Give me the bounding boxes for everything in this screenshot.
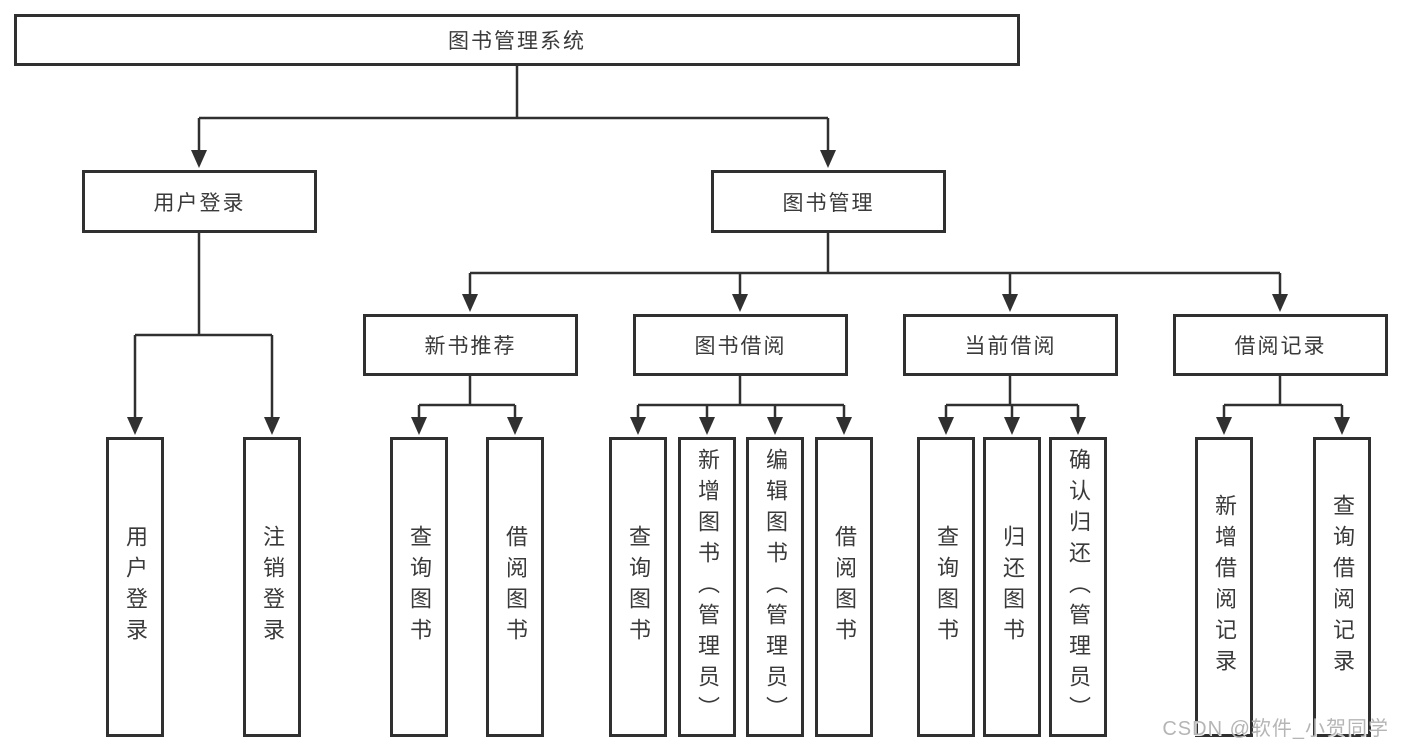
node-leaf-query-books-recommend-label: 查询图书 bbox=[407, 525, 432, 649]
arrowhead-icon bbox=[507, 417, 523, 435]
arrowhead-icon bbox=[767, 417, 783, 435]
node-user-login-label: 用户登录 bbox=[153, 191, 246, 215]
node-leaf-confirm-return-admin: 确认归还（管理员） bbox=[1049, 437, 1107, 737]
arrowhead-icon bbox=[1004, 417, 1020, 435]
connector-new-book bbox=[417, 376, 517, 421]
node-leaf-confirm-return-admin-label: 确认归还（管理员） bbox=[1066, 447, 1091, 727]
arrowhead-icon bbox=[732, 294, 748, 312]
arrowhead-icon bbox=[699, 417, 715, 435]
node-current-borrow: 当前借阅 bbox=[903, 314, 1118, 376]
arrowhead-icon bbox=[264, 417, 280, 435]
node-leaf-return-book-label: 归还图书 bbox=[1000, 525, 1025, 649]
node-leaf-add-book-admin: 新增图书（管理员） bbox=[678, 437, 736, 737]
connector-current-borrow bbox=[944, 376, 1080, 421]
arrowhead-icon bbox=[462, 294, 478, 312]
node-leaf-logout-label: 注销登录 bbox=[260, 525, 285, 649]
arrowhead-icon bbox=[1334, 417, 1350, 435]
node-book-borrow: 图书借阅 bbox=[633, 314, 848, 376]
node-leaf-return-book: 归还图书 bbox=[983, 437, 1041, 737]
node-leaf-borrow-books-recommend-label: 借阅图书 bbox=[503, 525, 528, 649]
arrowhead-icon bbox=[1216, 417, 1232, 435]
node-leaf-query-books-current-label: 查询图书 bbox=[934, 525, 959, 649]
arrowhead-icon bbox=[411, 417, 427, 435]
csdn-watermark: CSDN @软件_小贺同学 bbox=[1162, 718, 1389, 740]
arrowhead-icon bbox=[1070, 417, 1086, 435]
node-leaf-query-books-borrow-label: 查询图书 bbox=[626, 525, 651, 649]
node-leaf-add-borrow-record-label: 新增借阅记录 bbox=[1212, 494, 1237, 680]
arrowhead-icon bbox=[836, 417, 852, 435]
node-leaf-borrow-books-label: 借阅图书 bbox=[832, 525, 857, 649]
node-user-login: 用户登录 bbox=[82, 170, 317, 233]
node-leaf-query-books-borrow: 查询图书 bbox=[609, 437, 667, 737]
connector-user-login bbox=[133, 233, 274, 421]
node-leaf-user-login-label: 用户登录 bbox=[123, 525, 148, 649]
node-new-book-recommend: 新书推荐 bbox=[363, 314, 578, 376]
node-book-management-label: 图书管理 bbox=[782, 191, 875, 215]
node-leaf-query-borrow-record-label: 查询借阅记录 bbox=[1330, 494, 1355, 680]
connector-root bbox=[197, 66, 830, 154]
node-root-label: 图书管理系统 bbox=[448, 30, 586, 53]
arrowhead-icon bbox=[1002, 294, 1018, 312]
arrowhead-icon bbox=[1272, 294, 1288, 312]
node-leaf-query-books-current: 查询图书 bbox=[917, 437, 975, 737]
node-leaf-borrow-books: 借阅图书 bbox=[815, 437, 873, 737]
node-new-book-recommend-label: 新书推荐 bbox=[424, 335, 517, 358]
node-leaf-query-borrow-record: 查询借阅记录 bbox=[1313, 437, 1371, 737]
node-borrow-records: 借阅记录 bbox=[1173, 314, 1388, 376]
node-book-borrow-label: 图书借阅 bbox=[694, 335, 787, 358]
node-borrow-records-label: 借阅记录 bbox=[1234, 335, 1327, 358]
node-current-borrow-label: 当前借阅 bbox=[964, 335, 1057, 358]
arrowhead-icon bbox=[191, 150, 207, 168]
arrowhead-icon bbox=[938, 417, 954, 435]
connector-borrow-records bbox=[1222, 376, 1344, 421]
arrowhead-icon bbox=[630, 417, 646, 435]
node-book-management: 图书管理 bbox=[711, 170, 946, 233]
node-leaf-edit-book-admin-label: 编辑图书（管理员） bbox=[763, 447, 788, 727]
node-leaf-edit-book-admin: 编辑图书（管理员） bbox=[746, 437, 804, 737]
node-leaf-borrow-books-recommend: 借阅图书 bbox=[486, 437, 544, 737]
arrowhead-icon bbox=[127, 417, 143, 435]
node-leaf-user-login: 用户登录 bbox=[106, 437, 164, 737]
connector-book-management bbox=[468, 233, 1282, 298]
node-root: 图书管理系统 bbox=[14, 14, 1020, 66]
node-leaf-add-book-admin-label: 新增图书（管理员） bbox=[695, 447, 720, 727]
arrowhead-icon bbox=[820, 150, 836, 168]
node-leaf-logout: 注销登录 bbox=[243, 437, 301, 737]
node-leaf-add-borrow-record: 新增借阅记录 bbox=[1195, 437, 1253, 737]
connector-book-borrow bbox=[636, 376, 846, 421]
node-leaf-query-books-recommend: 查询图书 bbox=[390, 437, 448, 737]
